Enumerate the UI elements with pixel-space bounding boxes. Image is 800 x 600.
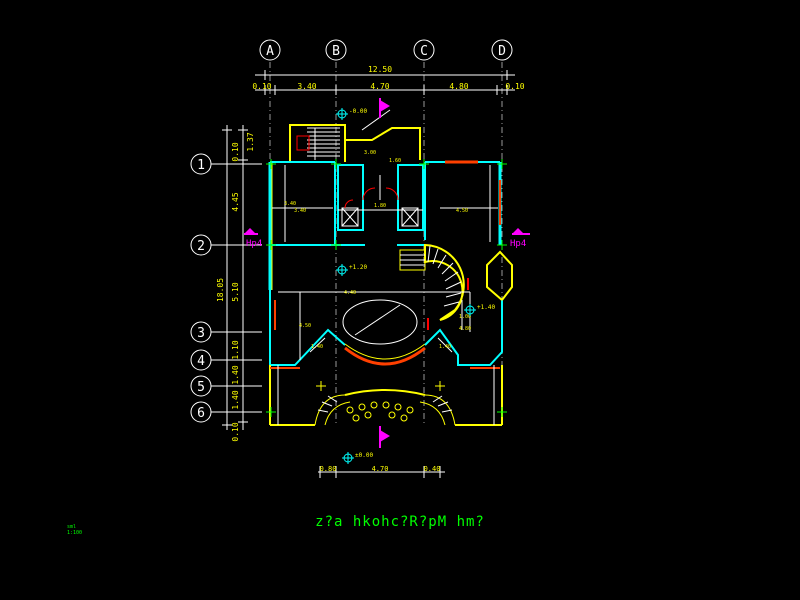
top-dimension-chain: 12.50 0.10 3.40 4.70 4.80 0.10 [252,65,525,95]
axis-label-c: C [420,44,428,59]
axis-label-b: B [332,44,340,59]
axis-label-4: 4 [197,354,205,369]
interior-dimension-labels: 3.40 3.40 1.80 4.50 4.40 4.50 1.40 1.40 … [284,150,471,350]
scale-note-line-2: 1:100 [67,530,83,536]
bottom-dimension-chain: 0.80 4.70 0.40 [318,465,445,478]
svg-text:3.40: 3.40 [284,201,296,207]
svg-text:1.40: 1.40 [439,344,451,350]
axis-grid: A B C D 1 2 3 4 5 6 [190,39,513,425]
svg-text:3.40: 3.40 [294,208,306,214]
svg-text:1.40: 1.40 [311,344,323,350]
axis-label-a: A [266,44,274,59]
axis-label-6: 6 [197,406,205,421]
left-dim-5: 1.10 [231,340,240,359]
svg-text:4.80: 4.80 [459,326,471,332]
left-dim-7: 1.40 [231,390,240,409]
axis-label-3: 3 [197,326,205,341]
axis-label-d: D [498,44,506,59]
interior-dimensions [272,165,498,360]
spiral-stair [399,243,469,330]
svg-text:1.80: 1.80 [374,203,386,209]
porch-markers [316,381,445,391]
bottom-dim-1: 0.80 [320,465,337,473]
section-label-left: Hp4 [246,239,262,249]
service-cores [337,164,424,231]
top-dim-4: 4.80 [449,82,468,91]
top-dim-1: 0.10 [252,82,271,91]
scale-note-line-1: sml [67,524,77,530]
scale-note: sml 1:100 [67,524,82,536]
drawing-title: z?a hkohc?R?pM hm? [315,514,485,530]
left-dim-3: 4.45 [231,192,240,211]
top-dim-3: 4.70 [370,82,389,91]
left-dim-4: 5.10 [231,282,240,301]
left-dim-1: 0.10 [231,142,240,161]
top-dim-overall: 12.50 [368,65,392,74]
svg-text:1.60: 1.60 [389,158,401,164]
left-dim-overall: 18.05 [216,278,225,302]
svg-text:4.40: 4.40 [344,290,356,296]
left-dim-6: 1.40 [231,365,240,384]
top-dim-2: 3.40 [297,82,316,91]
section-label-right: Hp4 [510,239,526,249]
axis-label-5: 5 [197,380,205,395]
svg-text:1.00: 1.00 [459,314,471,320]
rear-stair [289,109,421,162]
axis-label-1: 1 [197,158,205,173]
section-markers: Hp4 Hp4 [244,98,530,448]
top-dim-5: 0.10 [505,82,524,91]
bottom-dim-2: 4.70 [372,465,389,473]
level-landing: +1.40 [477,304,495,311]
left-dim-2: 1.37 [246,132,255,151]
svg-text:3.00: 3.00 [364,150,376,156]
svg-text:4.50: 4.50 [299,323,311,329]
level-markers: -0.00 +1.20 +1.40 ±0.00 [336,108,495,464]
axis-label-2: 2 [197,239,205,254]
left-dimension-chain: 18.05 0.10 1.37 4.45 5.10 1.10 1.40 1.40… [216,125,255,442]
level-rear: -0.00 [349,108,367,115]
svg-text:4.50: 4.50 [456,208,468,214]
level-front: ±0.00 [355,452,373,459]
level-hall: +1.20 [349,264,367,271]
column-markers [266,159,507,417]
building-walls [268,160,513,426]
bottom-dim-3: 0.40 [424,465,441,473]
front-entrance-stairs [314,389,456,426]
central-oval [342,299,418,345]
left-dim-8: 0.10 [231,422,240,441]
